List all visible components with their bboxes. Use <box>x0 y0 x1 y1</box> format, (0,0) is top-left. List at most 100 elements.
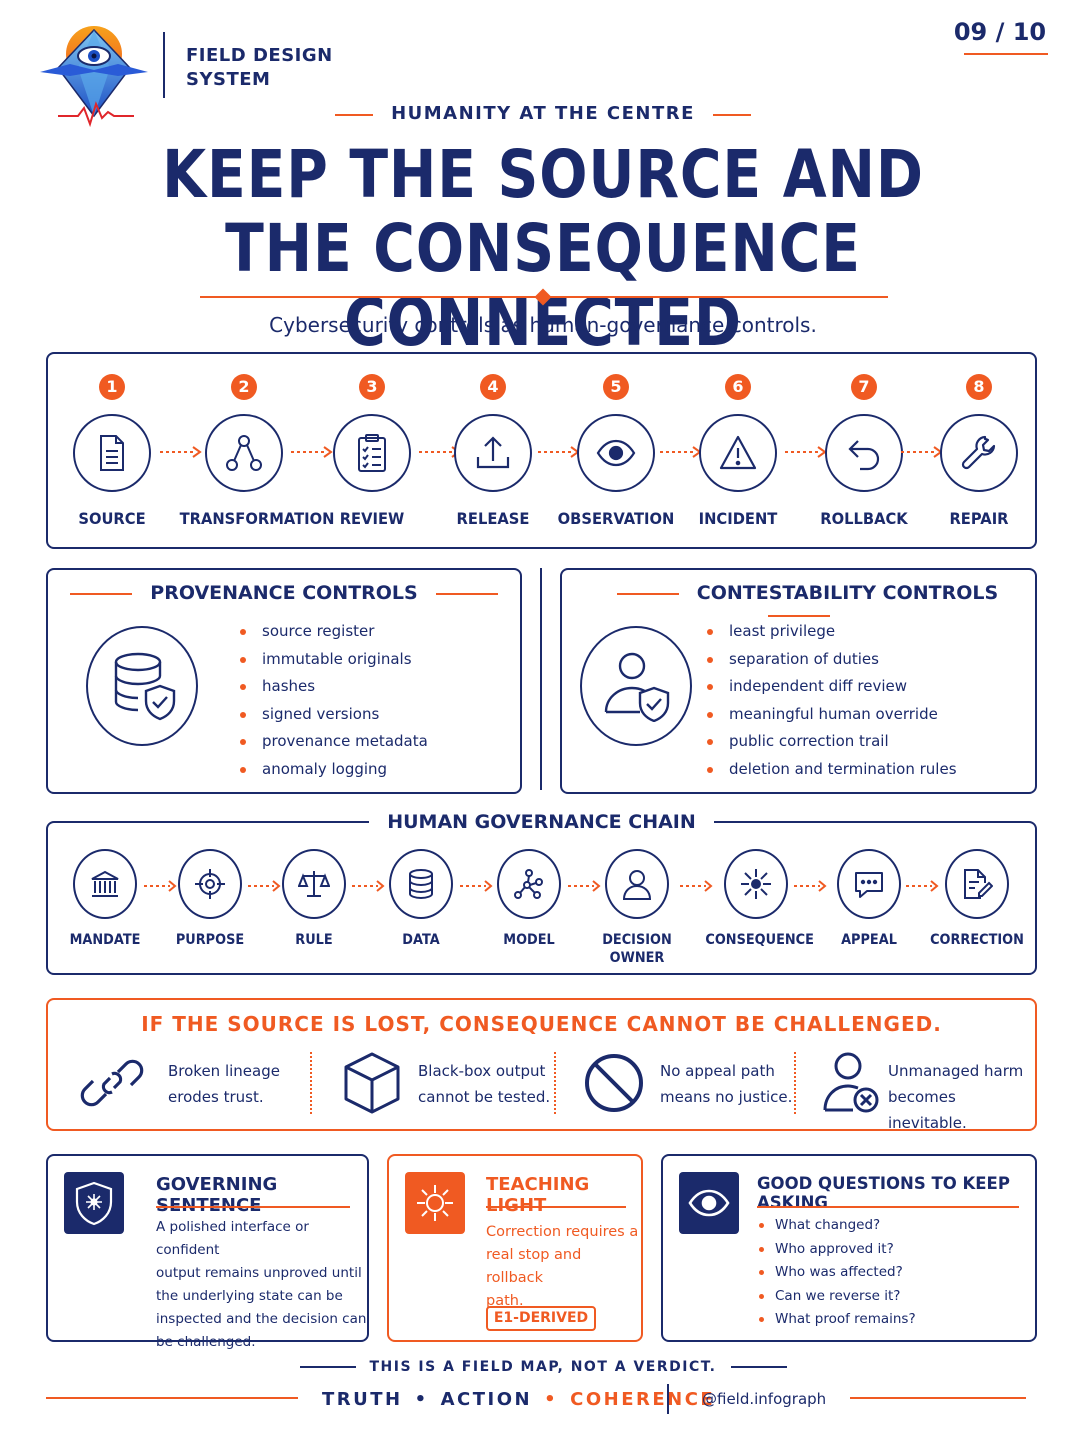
burst-icon <box>724 849 788 919</box>
governing-body: A polished interface or confident output… <box>156 1219 367 1350</box>
nodes-icon <box>205 414 283 492</box>
chain-label: CORRECTION <box>930 932 1024 948</box>
footer-note: THIS IS A FIELD MAP, NOT A VERDICT. <box>0 1359 1086 1375</box>
document-icon <box>73 414 151 492</box>
arrow-icon <box>680 880 713 892</box>
user-x-icon <box>823 1052 879 1113</box>
institution-icon <box>73 849 137 919</box>
chain-label: CONSEQUENCE <box>705 932 814 948</box>
governance-chain-panel: HUMAN GOVERNANCE CHAIN MANDATE PURPOSE R… <box>46 811 1037 975</box>
list-item: independent diff review <box>707 673 957 701</box>
step-number: 7 <box>851 374 877 400</box>
card-rule <box>486 1206 626 1208</box>
list-item: least privilege <box>707 618 957 646</box>
pipeline-panel: 1 SOURCE 2 TRANSFORMATION 3 REVIEW 4 REL… <box>46 352 1037 549</box>
upload-icon <box>454 414 532 492</box>
wrench-icon <box>940 414 1018 492</box>
cube-icon <box>344 1052 400 1114</box>
contestability-title: CONTESTABILITY CONTROLS <box>562 582 1035 626</box>
governing-title: GOVERNING SENTENCE <box>156 1174 278 1216</box>
page-number-underline <box>964 53 1048 55</box>
warning-icon <box>699 414 777 492</box>
warning-divider <box>310 1052 312 1114</box>
good-questions-card: GOOD QUESTIONS TO KEEP ASKING What chang… <box>661 1154 1037 1342</box>
kicker-line-right <box>712 113 751 116</box>
chain-label: DATA <box>402 932 440 948</box>
list-item: provenance metadata <box>240 728 428 756</box>
arrow-icon <box>291 446 333 458</box>
person-icon <box>605 849 669 919</box>
step-number: 1 <box>99 374 125 400</box>
provenance-controls-panel: PROVENANCE CONTROLS source register immu… <box>46 568 522 794</box>
arrow-icon <box>144 880 177 892</box>
chain-label: APPEAL <box>841 932 897 948</box>
checklist-icon <box>333 414 411 492</box>
database-shield-icon <box>86 626 198 746</box>
contestability-controls-panel: CONTESTABILITY CONTROLS least privilege … <box>560 568 1037 794</box>
step-label: INCIDENT <box>698 509 778 528</box>
chain-label: MODEL <box>503 932 555 948</box>
eye-icon <box>679 1172 739 1234</box>
user-shield-icon <box>580 626 692 746</box>
brand-logo <box>38 20 150 128</box>
list-item: separation of duties <box>707 646 957 674</box>
target-icon <box>178 849 242 919</box>
kicker-line-left <box>335 113 374 116</box>
kicker-row: HUMANITY AT THE CENTRE <box>0 103 1086 124</box>
list-item: public correction trail <box>707 728 957 756</box>
step-number: 6 <box>725 374 751 400</box>
list-item: deletion and termination rules <box>707 756 957 784</box>
chain-label: MANDATE <box>69 932 141 948</box>
arrow-icon <box>160 446 202 458</box>
list-item: anomaly logging <box>240 756 428 784</box>
prohibited-icon <box>585 1054 643 1112</box>
footer-rule-right <box>850 1397 1026 1399</box>
footer-rule-left <box>46 1397 298 1399</box>
card-rule <box>757 1206 1019 1208</box>
provenance-list: source register immutable originals hash… <box>240 618 428 783</box>
warning-divider <box>554 1052 556 1114</box>
arrow-icon <box>794 880 827 892</box>
step-number: 2 <box>231 374 257 400</box>
list-item: immutable originals <box>240 646 428 674</box>
warning-title: IF THE SOURCE IS LOST, CONSEQUENCE CANNO… <box>141 1012 942 1036</box>
social-handle[interactable]: @field.infograph <box>702 1390 827 1408</box>
card-rule <box>156 1206 350 1208</box>
arrow-icon <box>538 446 580 458</box>
arrow-icon <box>460 880 493 892</box>
arrow-icon <box>785 446 827 458</box>
step-label: SOURCE <box>78 509 146 528</box>
page-number: 09 / 10 <box>953 18 1047 46</box>
list-item: source register <box>240 618 428 646</box>
undo-icon <box>825 414 903 492</box>
governing-sentence-card: GOVERNING SENTENCE A polished interface … <box>46 1154 369 1350</box>
teaching-body: Correction requires a real stop and roll… <box>486 1224 639 1309</box>
scales-icon <box>282 849 346 919</box>
brand-divider <box>163 32 165 98</box>
broken-link-icon <box>80 1059 144 1107</box>
list-item: What changed? <box>759 1214 916 1238</box>
brand-name-line1: FIELD DESIGN <box>186 45 333 66</box>
arrow-icon <box>568 880 601 892</box>
teaching-title: TEACHING LIGHT <box>486 1174 590 1216</box>
footer-motto: TRUTH•ACTION•COHERENCE <box>322 1389 716 1410</box>
sun-icon <box>405 1172 465 1234</box>
list-item: Can we reverse it? <box>759 1285 916 1309</box>
footer-divider <box>667 1384 669 1414</box>
list-item: Who was affected? <box>759 1261 916 1285</box>
title-line1: KEEP THE SOURCE AND <box>162 136 924 213</box>
chain-label: RULE <box>295 932 333 948</box>
edit-document-icon <box>945 849 1009 919</box>
list-item: signed versions <box>240 701 428 729</box>
step-label: REPAIR <box>949 509 1009 528</box>
step-number: 5 <box>603 374 629 400</box>
step-number: 3 <box>359 374 385 400</box>
questions-list: What changed? Who approved it? Who was a… <box>759 1214 916 1332</box>
